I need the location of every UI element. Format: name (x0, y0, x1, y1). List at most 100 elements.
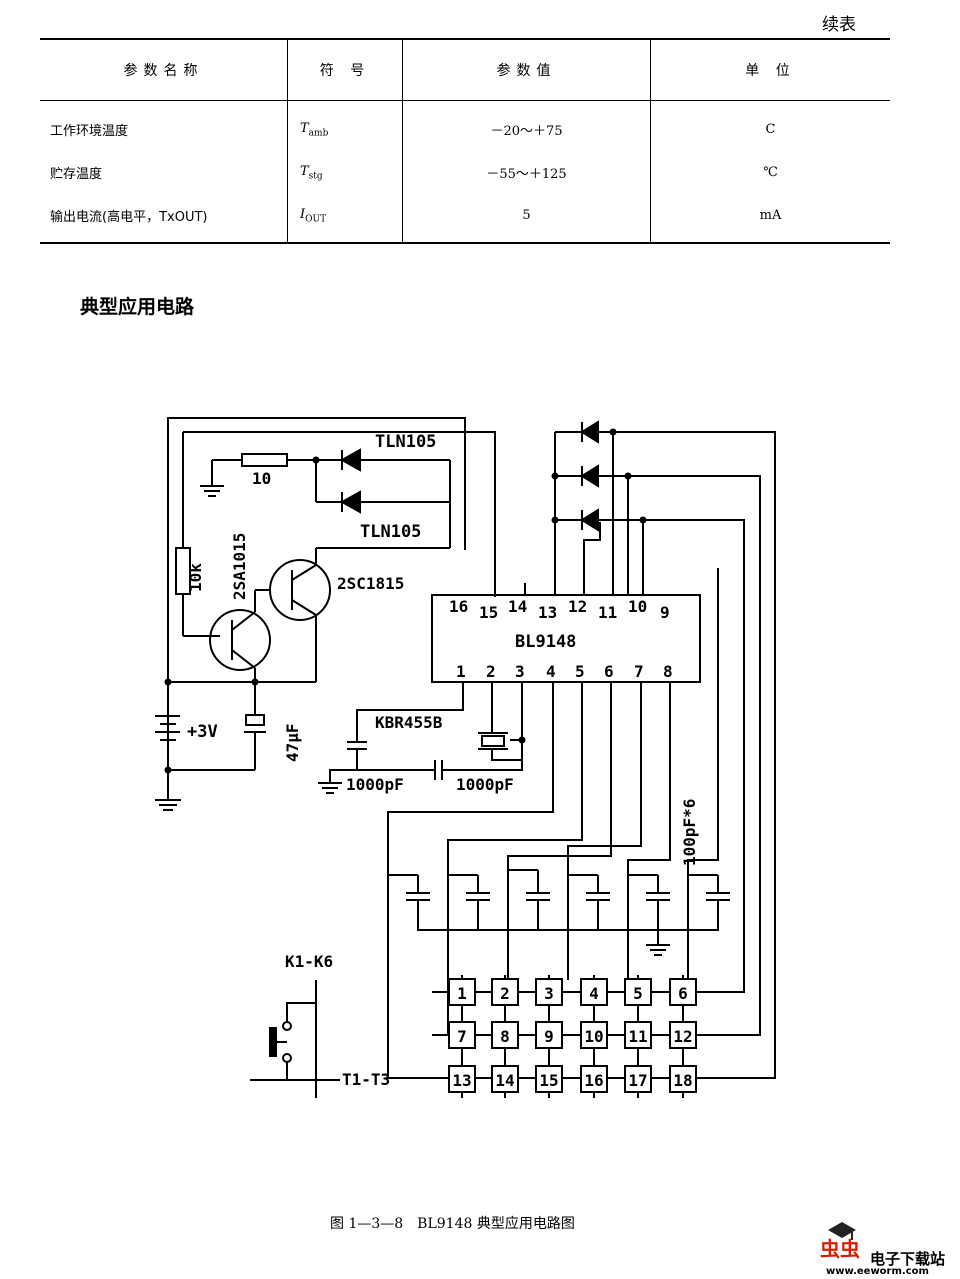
ic-pin-2: 2 (486, 662, 496, 681)
section-title: 典型应用电路 (80, 296, 195, 318)
key-1: 1 (448, 978, 476, 1006)
table-header-row: 参数名称 符 号 参数值 单 位 (40, 38, 890, 101)
label-caps-100pf: 100pF*6 (680, 798, 699, 866)
junction (624, 472, 632, 480)
row-unit: C (650, 100, 890, 151)
label-cap-47uf: 47μF (283, 723, 302, 762)
led-tln105-bottom (339, 490, 361, 514)
pin11-wire (612, 431, 776, 1079)
key-4: 4 (580, 978, 608, 1006)
resistor-10 (241, 453, 288, 467)
pin4-wire (387, 682, 554, 1079)
diode-2 (580, 464, 599, 488)
pin10-wire (627, 475, 761, 1036)
ic-pin-4: 4 (546, 662, 556, 681)
watermark-brand: 电子下载站 (870, 1250, 946, 1268)
ic-pin-14: 14 (508, 597, 528, 616)
row-name: 输出电流(高电平，TxOUT) (40, 194, 288, 244)
ic-pin-9: 9 (660, 603, 670, 622)
junction (551, 472, 559, 480)
pin12-wire (583, 522, 601, 595)
row-unit: ℃ (650, 151, 890, 194)
row-value: －55～＋125 (402, 151, 651, 194)
figure-caption: 图 1—3—8 BL9148 典型应用电路图 (330, 1216, 575, 1232)
ic-pin-10: 10 (628, 597, 648, 616)
junction (251, 678, 259, 686)
wire (687, 568, 719, 980)
transistor-emitter (231, 649, 256, 669)
table-row: 贮存温度 Tstg －55～＋125 ℃ (40, 151, 890, 194)
ic-pin-1: 1 (456, 662, 466, 681)
ic-pin-13: 13 (538, 603, 558, 622)
header-value: 参数值 (402, 38, 651, 101)
table-row: 工作环境温度 Tamb －20～＋75 C (40, 100, 890, 151)
label-resistor-10: 10 (252, 469, 272, 488)
transistor-collector (291, 564, 317, 581)
pin9-wire (642, 519, 745, 993)
ic-pin-6: 6 (604, 662, 614, 681)
label-cap-1000pf-2: 1000pF (456, 775, 514, 794)
wire-top (183, 431, 496, 597)
label-resistor-10k: 10k (186, 563, 205, 592)
junction (164, 678, 172, 686)
label-toggles: T1-T3 (342, 1070, 391, 1089)
parameter-table: 参数名称 符 号 参数值 单 位 工作环境温度 Tamb －20～＋75 C 贮… (40, 38, 890, 244)
label-cap-1000pf-1: 1000pF (346, 775, 404, 794)
key-5: 5 (624, 978, 652, 1006)
ic-pin-16: 16 (449, 597, 469, 616)
ic-name: BL9148 (515, 632, 577, 652)
junction (609, 428, 617, 436)
key-7: 7 (448, 1021, 476, 1049)
ic-pin-15: 15 (479, 603, 499, 622)
table-row: 输出电流(高电平，TxOUT) IOUT 5 mA (40, 194, 890, 244)
ic-bl9148 (431, 594, 701, 683)
key-12: 12 (669, 1021, 697, 1049)
key-16: 16 (580, 1065, 608, 1093)
resonator-kbr455b (481, 735, 505, 747)
ic-pin-12: 12 (568, 597, 588, 616)
key-8: 8 (491, 1021, 519, 1049)
wire-outer-left (167, 417, 466, 770)
label-kbr455b: KBR455B (375, 713, 443, 732)
row-name: 贮存温度 (50, 167, 103, 182)
key-13: 13 (448, 1065, 476, 1093)
wire (250, 1062, 288, 1081)
push-switch-symbol (269, 1027, 277, 1057)
junction (164, 766, 172, 774)
pin1-wire (356, 682, 464, 742)
ic-pin-3: 3 (515, 662, 525, 681)
ic-pin-7: 7 (634, 662, 644, 681)
capacitor-bank (388, 869, 730, 956)
key-3: 3 (535, 978, 563, 1006)
label-tln105-top: TLN105 (375, 432, 437, 452)
key-9: 9 (535, 1021, 563, 1049)
label-2sc1815: 2SC1815 (337, 574, 405, 593)
pin6-wire (507, 682, 612, 980)
label-keys: K1-K6 (285, 952, 334, 971)
key-18: 18 (669, 1065, 697, 1093)
continued-label: 续表 (822, 15, 856, 35)
junction (639, 516, 647, 524)
row-value: －20～＋75 (402, 100, 651, 151)
label-2sa1015: 2SA1015 (230, 532, 249, 600)
key-14: 14 (491, 1065, 519, 1093)
diode-1 (580, 420, 599, 444)
capacitor-47uf (245, 714, 265, 726)
label-battery: +3V (187, 722, 218, 742)
key-15: 15 (535, 1065, 563, 1093)
transistor-emitter (291, 599, 317, 616)
row-symbol: Tamb (287, 100, 403, 151)
transistor-2sa1015 (209, 609, 271, 671)
key-17: 17 (624, 1065, 652, 1093)
watermark-url: www.eeworm.com (826, 1266, 929, 1277)
label-tln105-bottom: TLN105 (360, 522, 422, 542)
wire (329, 749, 358, 783)
header-unit: 单 位 (650, 38, 890, 101)
key-2: 2 (491, 978, 519, 1006)
svg-text:虫虫: 虫虫 (820, 1237, 860, 1261)
eeworm-logo: 虫虫 (820, 1222, 860, 1261)
row-value: 5 (402, 194, 651, 244)
junction (518, 736, 526, 744)
switch-contact (282, 1053, 292, 1063)
